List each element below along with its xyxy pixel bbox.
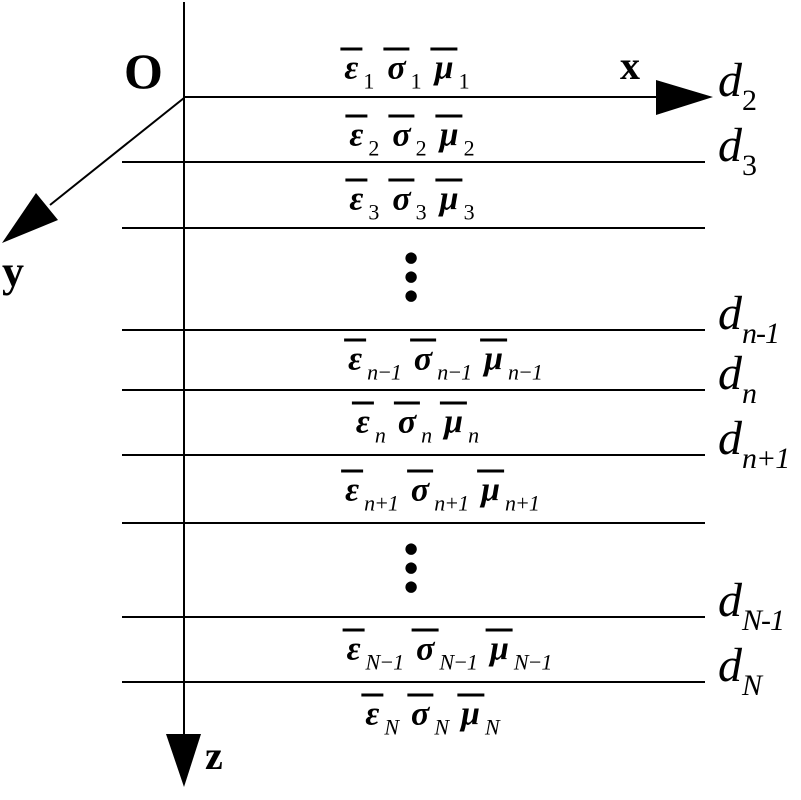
d-n-plus-1-label: dn+1 (718, 412, 790, 475)
d-N-1-label: dN-1 (718, 574, 785, 637)
x-axis-label: x (620, 43, 640, 88)
d-n-label: dn (718, 347, 757, 410)
d3-label: d3 (718, 119, 757, 182)
y-axis-line (49, 97, 185, 206)
d-N-label: dN (718, 639, 762, 702)
vertical-ellipsis-lower: ● ● ● (404, 539, 418, 595)
z-arrowhead-icon (166, 734, 201, 787)
y-axis-label: y (2, 247, 24, 296)
d2-label: d2 (718, 54, 757, 117)
origin-label: O (124, 43, 163, 99)
vertical-ellipsis-upper: ● ● ● (404, 248, 418, 304)
x-arrowhead-icon (656, 80, 713, 115)
z-axis-label: z (205, 733, 223, 778)
y-arrowhead-icon (2, 193, 58, 243)
d-n-1-label: dn-1 (718, 287, 780, 350)
